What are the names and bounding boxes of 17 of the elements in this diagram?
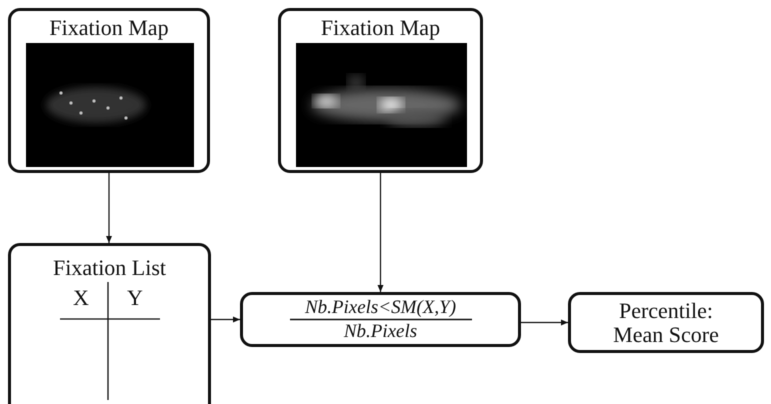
box-label: Percentile: Mean Score [612,299,720,347]
box-title: Fixation Map [320,16,442,40]
rounded-box [568,292,764,353]
column-header: Y [126,286,144,310]
fraction-numerator: Nb.Pixels<SM(X,Y) [304,297,458,318]
rounded-box [8,243,211,404]
fraction-denominator: Nb.Pixels [342,321,418,342]
arrow [378,173,384,292]
box-title: Fixation List [52,256,168,280]
rounded-box [278,8,483,173]
arrow [521,320,568,326]
rounded-box [240,292,521,347]
column-header: X [72,286,90,310]
arrow [211,316,240,322]
box-title: Fixation Map [48,16,170,40]
rounded-box [8,8,210,173]
arrow [106,173,112,243]
